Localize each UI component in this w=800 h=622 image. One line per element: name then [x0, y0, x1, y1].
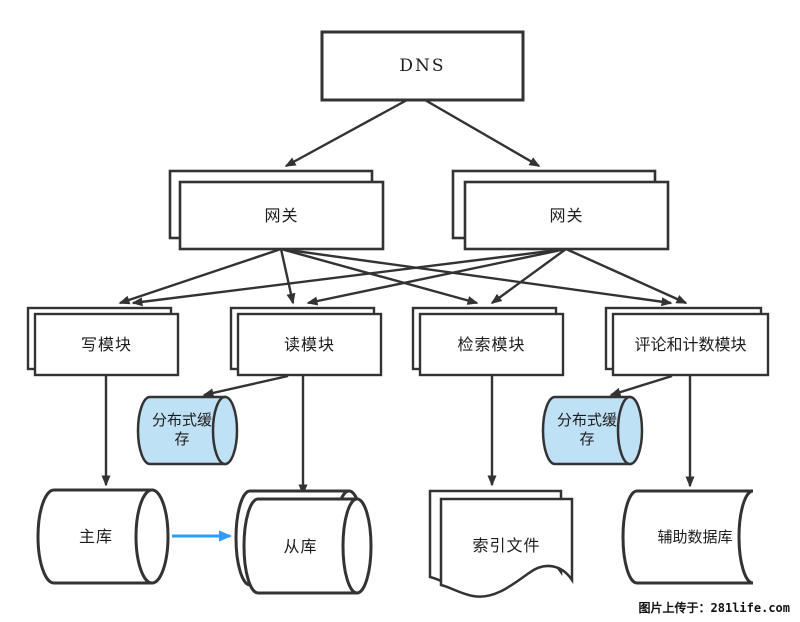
gateway-right-label: 网关: [549, 206, 584, 225]
cache-left-shape: [136, 395, 239, 466]
edge-comment-cacheright: [609, 374, 673, 397]
edge-gwr-comment: [565, 247, 688, 305]
edge-dns-gateway-left: [284, 98, 408, 168]
comment-module-shape: [604, 306, 770, 377]
edge-gwl-read: [279, 248, 296, 305]
edge-gwl-comment: [280, 247, 673, 307]
cache-right-label: 分布式缓存: [556, 411, 617, 448]
aux-db-label: 辅助数据库: [657, 528, 733, 546]
read-module-shape: [229, 306, 383, 377]
aux-db-shape: [621, 489, 754, 585]
edge-read-cacheleft: [202, 374, 289, 398]
dns-label: DNS: [399, 56, 446, 76]
gateway-left-label: 网关: [264, 206, 299, 225]
edge-dns-gateway-right: [424, 98, 541, 168]
read-module-label: 读模块: [283, 335, 335, 354]
search-module-shape: [411, 306, 565, 377]
slave-db-label: 从库: [283, 537, 318, 556]
watermark-text: 图片上传于：281life.com: [638, 601, 790, 615]
edge-gwl-write: [118, 247, 282, 305]
cache-left-label: 分布式缓存: [151, 411, 212, 448]
index-file-label: 索引文件: [472, 536, 541, 555]
edge-gwr-write: [131, 247, 567, 307]
master-db-label: 主库: [78, 527, 113, 546]
index-file-shape: [428, 489, 574, 598]
search-module-label: 检索模块: [457, 335, 526, 354]
edge-gwr-search: [490, 248, 567, 304]
gateway-left-shape: [168, 169, 385, 251]
cache-right-shape: [541, 395, 644, 466]
gateway-right-shape: [451, 169, 670, 251]
edge-gwr-read: [306, 247, 567, 306]
comment-module-label: 评论和计数模块: [634, 335, 747, 354]
dns-box-shape: [320, 30, 525, 102]
write-module-label: 写模块: [80, 335, 132, 354]
master-db-shape: [36, 488, 170, 585]
write-module-shape: [26, 306, 180, 377]
edge-gwl-search: [280, 247, 479, 305]
slave-db-shape: [234, 489, 373, 595]
